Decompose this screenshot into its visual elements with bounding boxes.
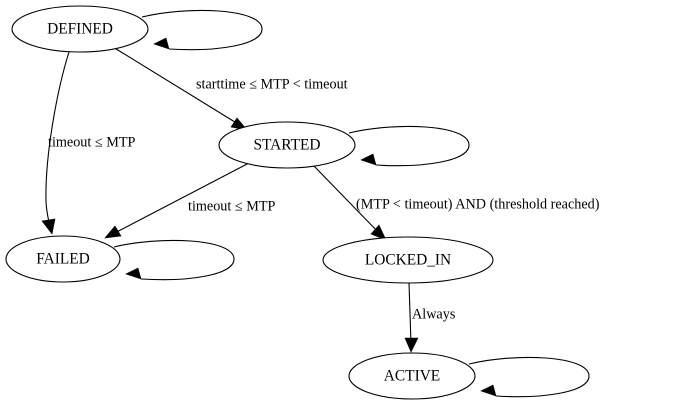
edge-locked-in-active-path [408, 282, 412, 345]
edge-failed-failed[interactable] [113, 239, 235, 281]
edge-defined-defined[interactable] [141, 9, 263, 51]
edge-active-active-arrowhead [480, 384, 497, 397]
edge-started-locked-in-path [312, 164, 382, 236]
node-active[interactable]: ACTIVE [348, 352, 476, 400]
edge-started-locked-in-arrowhead [370, 224, 387, 241]
node-failed[interactable]: FAILED [5, 235, 121, 283]
node-active-label: ACTIVE [384, 368, 440, 385]
edge-label-started-locked-in: (MTP < timeout) AND (threshold reached) [356, 196, 600, 212]
edge-defined-failed-arrowhead [41, 218, 56, 235]
edge-active-active[interactable] [468, 356, 590, 398]
node-defined-label: DEFINED [47, 21, 113, 38]
node-failed-label: FAILED [36, 251, 90, 268]
edge-failed-failed-path [113, 239, 235, 281]
node-started[interactable]: STARTED [218, 121, 356, 169]
edge-started-failed-path [110, 162, 250, 236]
edge-defined-failed[interactable]: timeout ≤ MTP [41, 51, 136, 235]
node-defined[interactable]: DEFINED [11, 5, 149, 53]
edge-started-started-path [348, 125, 470, 167]
edge-started-started-arrowhead [360, 153, 377, 166]
edge-defined-started[interactable]: starttime ≤ MTP < timeout [112, 46, 348, 131]
edge-failed-failed-arrowhead [125, 267, 142, 280]
node-locked-in-ellipse [322, 236, 494, 284]
node-failed-ellipse [5, 235, 121, 283]
edge-label-defined-started: starttime ≤ MTP < timeout [196, 76, 348, 92]
node-started-label: STARTED [253, 137, 320, 154]
edge-locked-in-active[interactable]: Always [404, 282, 456, 353]
nodes-layer: DEFINED STARTED FAILED LOCKED_IN ACTIVE [5, 5, 494, 400]
edge-started-failed-arrowhead [104, 225, 122, 239]
node-started-ellipse [218, 121, 356, 169]
node-defined-ellipse [11, 5, 149, 53]
edge-active-active-path [468, 356, 590, 398]
edge-defined-defined-path [141, 9, 263, 51]
edge-defined-started-path [112, 46, 244, 128]
edge-started-started[interactable] [348, 125, 470, 167]
edge-started-failed[interactable]: timeout ≤ MTP [104, 162, 276, 239]
node-active-ellipse [348, 352, 476, 400]
edge-defined-defined-arrowhead [153, 37, 170, 50]
edge-started-locked-in[interactable]: (MTP < timeout) AND (threshold reached) [312, 164, 600, 241]
edge-locked-in-active-arrowhead [404, 337, 419, 353]
node-locked-in[interactable]: LOCKED_IN [322, 236, 494, 284]
edge-label-locked-in-active: Always [412, 306, 456, 322]
edge-label-defined-failed: timeout ≤ MTP [48, 134, 136, 150]
edge-defined-failed-path [45, 51, 70, 228]
edges-layer: starttime ≤ MTP < timeout timeout ≤ MTP … [41, 9, 600, 398]
node-locked-in-label: LOCKED_IN [365, 252, 451, 269]
edge-label-started-failed: timeout ≤ MTP [188, 198, 276, 214]
